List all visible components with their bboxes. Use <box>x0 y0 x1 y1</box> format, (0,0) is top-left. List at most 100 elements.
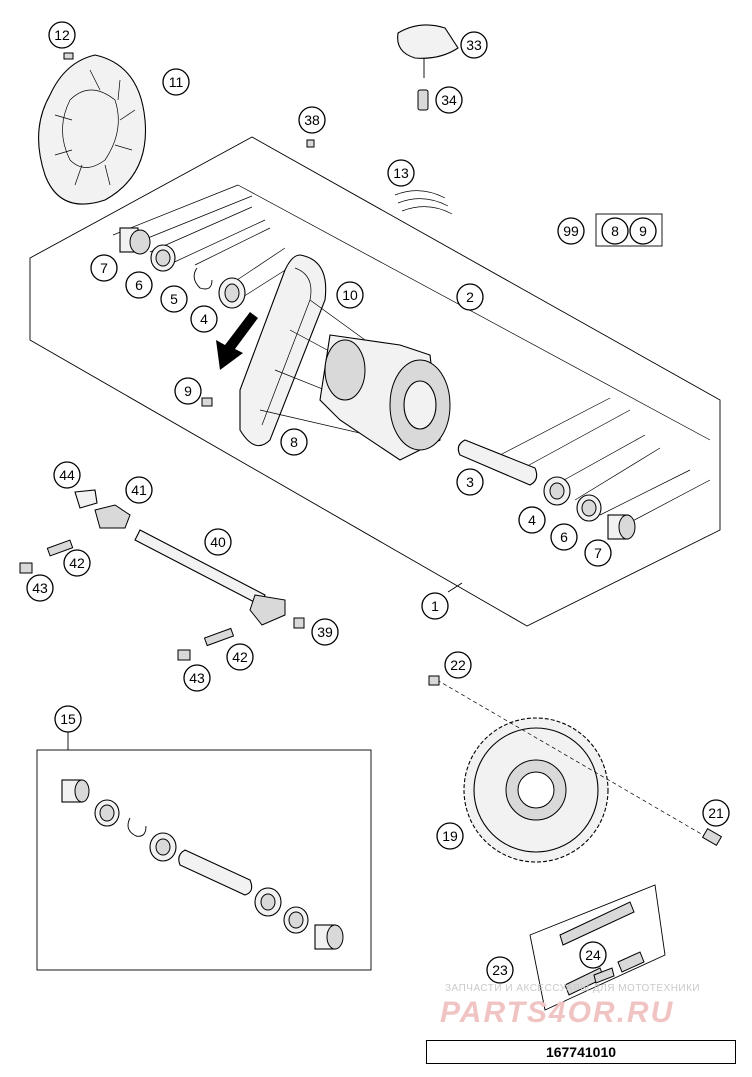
axle-40 <box>134 529 286 626</box>
svg-text:1: 1 <box>431 598 439 614</box>
lock-nut-43-a <box>19 562 33 574</box>
bolt-39 <box>293 617 305 629</box>
callout-4-right: 4 <box>518 506 546 534</box>
callout-6-left: 6 <box>125 271 153 299</box>
svg-text:43: 43 <box>189 670 205 686</box>
svg-text:38: 38 <box>304 112 320 128</box>
callout-34: 34 <box>435 86 463 114</box>
svg-text:39: 39 <box>317 624 333 640</box>
nipple-9 <box>201 397 213 407</box>
svg-text:40: 40 <box>210 534 226 550</box>
callout-43-lower: 43 <box>183 664 211 692</box>
svg-text:33: 33 <box>466 37 482 53</box>
callout-10: 10 <box>336 281 364 309</box>
callout-19: 19 <box>436 822 464 850</box>
callout-42-upper: 42 <box>63 549 91 577</box>
callout-39: 39 <box>311 618 339 646</box>
svg-text:2: 2 <box>466 289 474 305</box>
svg-text:5: 5 <box>170 291 178 307</box>
watermark-logo: PARTS4OR.RU <box>440 996 675 1029</box>
svg-text:13: 13 <box>393 165 409 181</box>
svg-text:7: 7 <box>100 260 108 276</box>
set-box-99 <box>595 213 663 247</box>
callout-9-set: 9 <box>629 217 657 245</box>
spacer-7-left <box>119 227 151 255</box>
svg-text:34: 34 <box>441 92 457 108</box>
lock-nut-43-b <box>177 649 191 661</box>
callout-44: 44 <box>53 461 81 489</box>
callout-40: 40 <box>204 528 232 556</box>
svg-text:41: 41 <box>131 482 147 498</box>
svg-text:99: 99 <box>563 223 579 239</box>
callout-8-rim: 8 <box>280 428 308 456</box>
kit-parts <box>61 779 344 950</box>
adjuster-screw-42-a <box>46 539 74 557</box>
sprocket-bolt-axis <box>436 679 716 843</box>
callout-1: 1 <box>421 592 449 620</box>
callout-99: 99 <box>557 217 585 245</box>
svg-text:21: 21 <box>708 805 724 821</box>
callout-7-left: 7 <box>90 254 118 282</box>
spacer-sleeve-3 <box>457 439 538 486</box>
svg-text:11: 11 <box>169 74 184 90</box>
svg-text:8: 8 <box>290 434 298 450</box>
callout-38: 38 <box>298 106 326 134</box>
svg-text:23: 23 <box>492 962 508 978</box>
sprocket-19 <box>463 717 609 863</box>
plug-38 <box>306 139 315 148</box>
rim-tape-13 <box>394 190 453 215</box>
svg-text:3: 3 <box>466 474 474 490</box>
callout-33: 33 <box>460 31 488 59</box>
svg-text:7: 7 <box>594 545 602 561</box>
callout-13: 13 <box>387 159 415 187</box>
callout-24: 24 <box>579 941 607 969</box>
callout-41: 41 <box>125 476 153 504</box>
bearing-guide-lines <box>112 184 711 526</box>
callout-7-right: 7 <box>584 539 612 567</box>
spacer-7-right <box>607 514 636 540</box>
callout-9-nipple: 9 <box>174 377 202 405</box>
seal-6-left <box>150 244 176 272</box>
brake-disc-11 <box>38 54 147 205</box>
svg-text:6: 6 <box>560 529 568 545</box>
catalog-number: 167741010 <box>426 1040 736 1064</box>
callout-12: 12 <box>48 21 76 49</box>
svg-text:10: 10 <box>342 287 358 303</box>
circlip-5 <box>193 267 213 290</box>
callout-42-lower: 42 <box>226 643 254 671</box>
callout-43-upper: 43 <box>26 574 54 602</box>
adjuster-screw-42-b <box>203 627 235 647</box>
bearing-4-left <box>218 277 246 309</box>
chain-adjuster-41 <box>94 504 131 529</box>
assembly-frame-1 <box>29 136 721 627</box>
svg-text:44: 44 <box>59 467 75 483</box>
callout-15: 15 <box>54 705 82 733</box>
rotation-arrow <box>216 312 258 370</box>
chain-guide-block-33 <box>397 24 459 78</box>
svg-text:24: 24 <box>585 947 601 963</box>
callout-2: 2 <box>456 283 484 311</box>
callout-6-right: 6 <box>550 523 578 551</box>
sprocket-bolt-21 <box>701 827 723 847</box>
spacer-34 <box>417 89 429 111</box>
svg-text:12: 12 <box>54 27 70 43</box>
callout-3: 3 <box>456 468 484 496</box>
svg-text:42: 42 <box>232 649 248 665</box>
sprocket-nut-22 <box>428 675 440 686</box>
hub-2 <box>319 334 451 461</box>
svg-text:42: 42 <box>69 555 85 571</box>
callout-21: 21 <box>702 799 730 827</box>
callout-4-left: 4 <box>190 305 218 333</box>
svg-text:9: 9 <box>639 223 647 239</box>
callout-8-set: 8 <box>601 217 629 245</box>
callout-5: 5 <box>160 285 188 313</box>
svg-text:15: 15 <box>60 711 76 727</box>
svg-text:8: 8 <box>611 223 619 239</box>
svg-text:4: 4 <box>528 512 536 528</box>
bearing-4-right <box>543 476 571 506</box>
svg-text:4: 4 <box>200 311 208 327</box>
svg-text:9: 9 <box>184 383 192 399</box>
callout-23: 23 <box>486 956 514 984</box>
svg-text:6: 6 <box>135 277 143 293</box>
